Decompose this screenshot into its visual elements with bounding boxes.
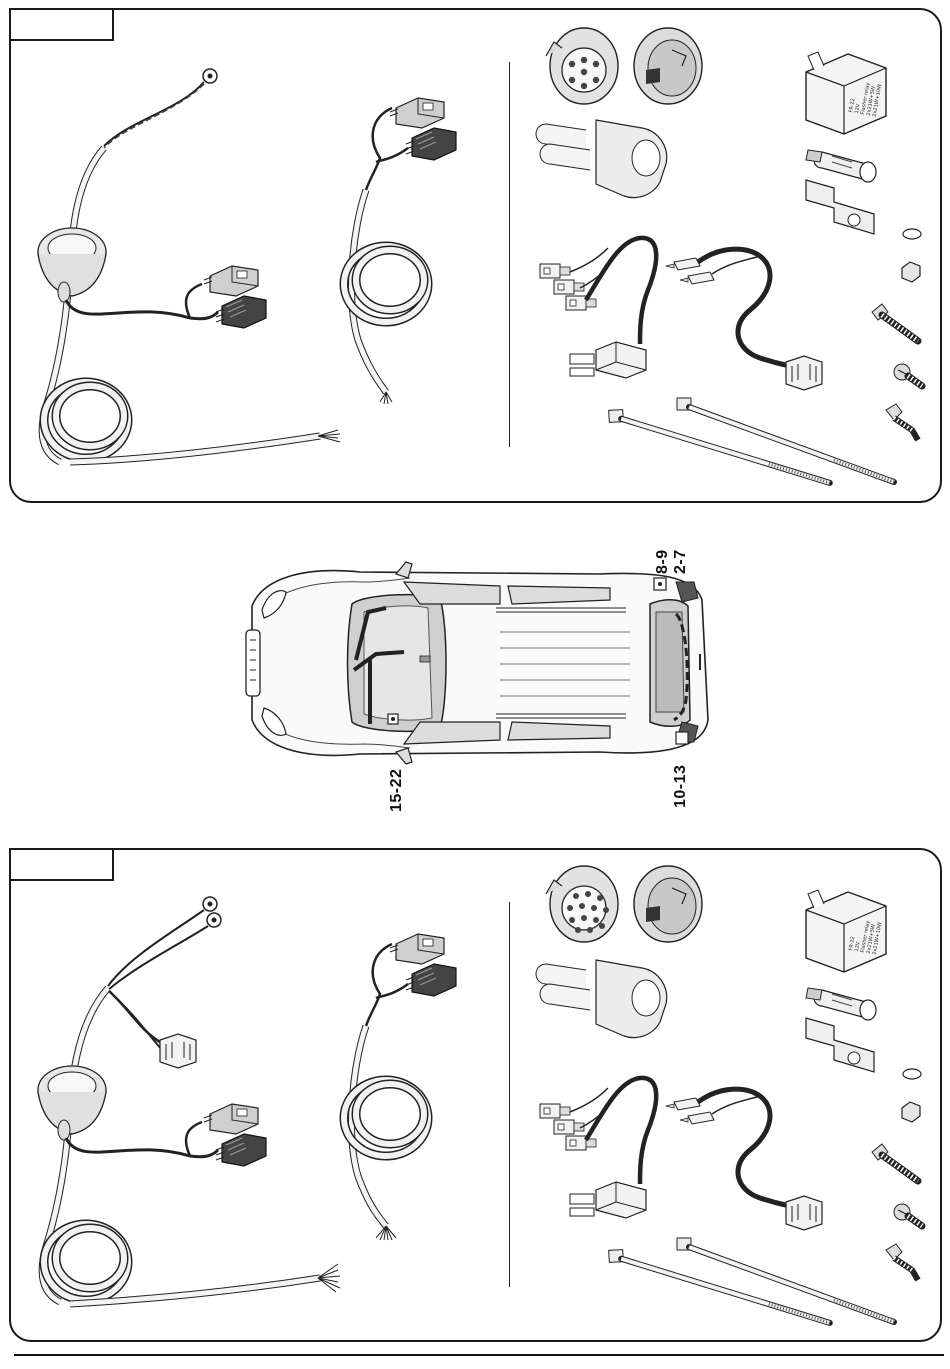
small-connector-icon	[786, 356, 822, 390]
washer-icon	[903, 229, 921, 239]
bracket-icon	[806, 180, 874, 234]
connector-dark-icon	[216, 296, 266, 328]
spade-plug-icon	[680, 272, 714, 284]
label-2-7: 2-7	[672, 549, 690, 574]
tapping-screw-icon	[886, 404, 918, 440]
harness-top	[38, 69, 340, 462]
kit-panel-bottom-divider	[509, 902, 510, 1287]
label-8-9: 8-9	[654, 549, 672, 574]
socket-cover-icon	[634, 28, 702, 104]
relay-label-top: FR-22 12V Flasher relay 2x21W+5W 2x21W+1…	[848, 80, 883, 118]
kit-panel-bottom-tab	[9, 848, 114, 881]
kit-panel-bottom	[9, 848, 942, 1342]
screw-icon	[894, 364, 922, 386]
grommet-icon	[38, 228, 106, 296]
socket-gasket-icon	[536, 120, 667, 198]
marker-10-13-icon	[676, 732, 688, 744]
label-15-22: 15-22	[388, 769, 406, 812]
bulb-holder-icon	[806, 150, 876, 182]
page-bottom-rule	[14, 1354, 944, 1356]
flat-plug-icon	[540, 264, 570, 278]
nut-icon	[902, 262, 920, 282]
cable-coil-icon	[344, 246, 428, 322]
multi-plug-icon	[570, 342, 646, 378]
cable-coil-icon	[44, 382, 128, 458]
connector-grey-icon	[390, 98, 444, 128]
connector-dark-icon	[406, 128, 456, 160]
socket-7pin-icon	[546, 28, 618, 104]
bolt-icon	[872, 304, 918, 341]
connector-grey-icon	[204, 266, 258, 296]
flat-plug-icon	[554, 280, 584, 294]
flat-plug-icon	[566, 296, 596, 310]
harness-top-2	[344, 98, 456, 404]
spade-plug-icon	[666, 258, 700, 270]
car-top-view	[246, 562, 708, 764]
label-10-13: 10-13	[672, 765, 690, 808]
